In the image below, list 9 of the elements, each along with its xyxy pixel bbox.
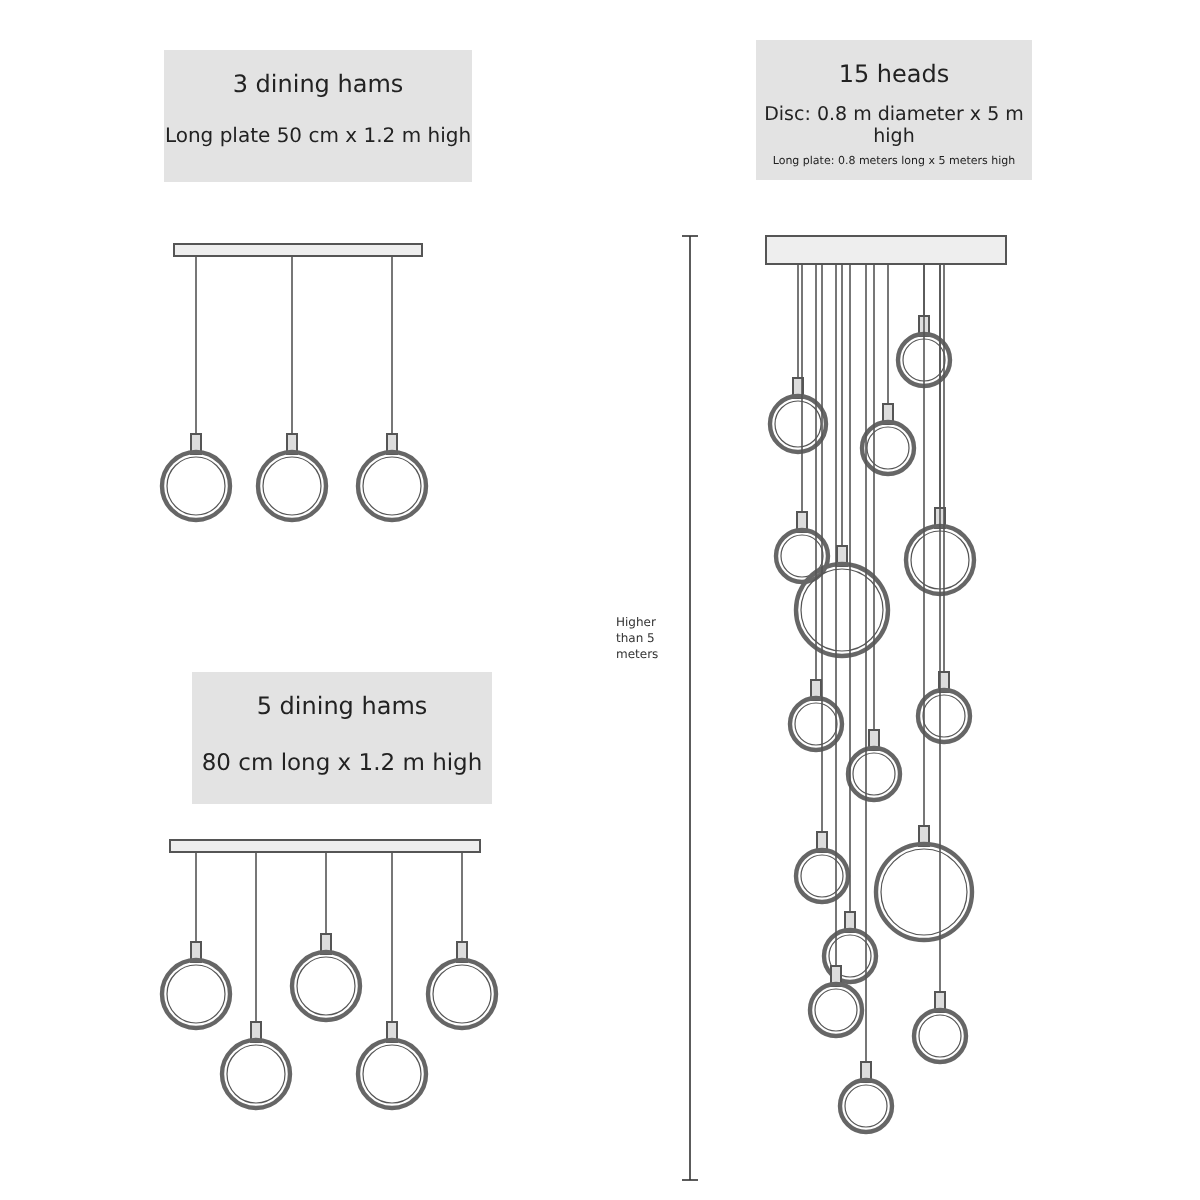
info-panel	[164, 50, 472, 182]
panel-heading: 5 dining hams	[254, 692, 430, 720]
spec-text: Long plate 50 cm x 1.2 m high	[164, 126, 472, 148]
spec-text: Disc: 0.8 m diameter x 5 m high	[762, 104, 1026, 148]
spec-text: 80 cm long x 1.2 m high	[199, 748, 485, 776]
info-panel	[756, 40, 1032, 180]
panel-heading: 3 dining hams	[230, 70, 406, 98]
info-panel	[192, 672, 492, 804]
panel-heading: 15 heads	[836, 60, 952, 88]
